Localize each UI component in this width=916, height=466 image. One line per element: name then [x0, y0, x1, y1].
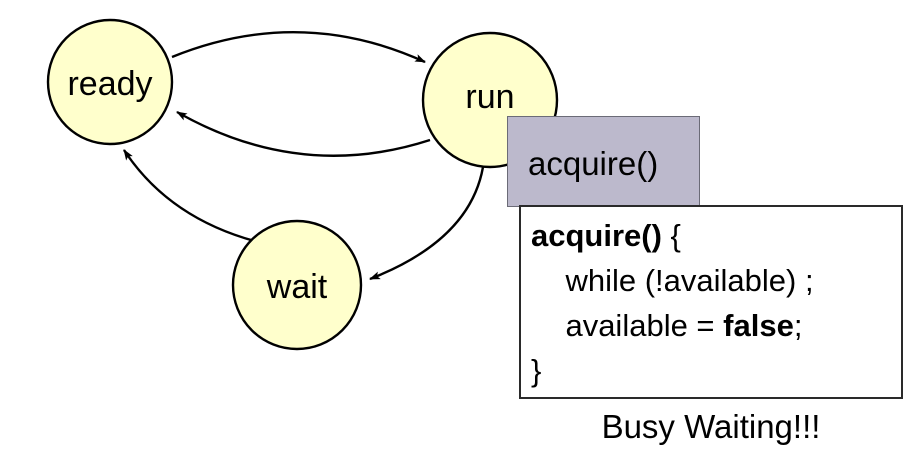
- callout-header-box[interactable]: acquire(): [507, 116, 700, 207]
- edge-run-to-wait: [369, 166, 485, 281]
- edge-ready-to-run: [171, 30, 426, 64]
- code-listing: acquire() { while (!available) ; availab…: [531, 213, 897, 393]
- edge-wait-to-ready: [122, 149, 263, 245]
- state-circle-wait: [231, 219, 363, 351]
- state-node-ready[interactable]: ready: [46, 18, 174, 146]
- state-label-wait: wait: [266, 268, 328, 306]
- state-label-ready: ready: [67, 65, 152, 103]
- code-token-bold-signature: acquire(): [531, 218, 662, 253]
- state-circle-ready: [46, 18, 174, 146]
- code-line-busy-loop: while (!available) ;: [531, 258, 897, 303]
- code-token-signature-rest: {: [661, 218, 681, 253]
- code-line-assign: available = false;: [531, 303, 897, 348]
- state-label-run: run: [465, 78, 514, 116]
- code-token-assign-tail: ;: [793, 308, 803, 343]
- code-token-bold-false: false: [723, 308, 794, 343]
- edge-run-to-ready: [176, 110, 431, 157]
- code-token-busy-loop: while (!available) ;: [531, 263, 814, 298]
- code-token-assign-lhs: available =: [531, 308, 724, 343]
- code-callout-box[interactable]: acquire() { while (!available) ; availab…: [519, 205, 903, 399]
- callout-header-label: acquire(): [528, 145, 659, 182]
- state-node-wait[interactable]: wait: [231, 219, 363, 351]
- busy-waiting-caption: Busy Waiting!!!: [601, 408, 821, 445]
- code-line-close: }: [531, 348, 897, 393]
- code-token-close-brace: }: [531, 353, 542, 388]
- code-line-signature: acquire() {: [531, 213, 897, 258]
